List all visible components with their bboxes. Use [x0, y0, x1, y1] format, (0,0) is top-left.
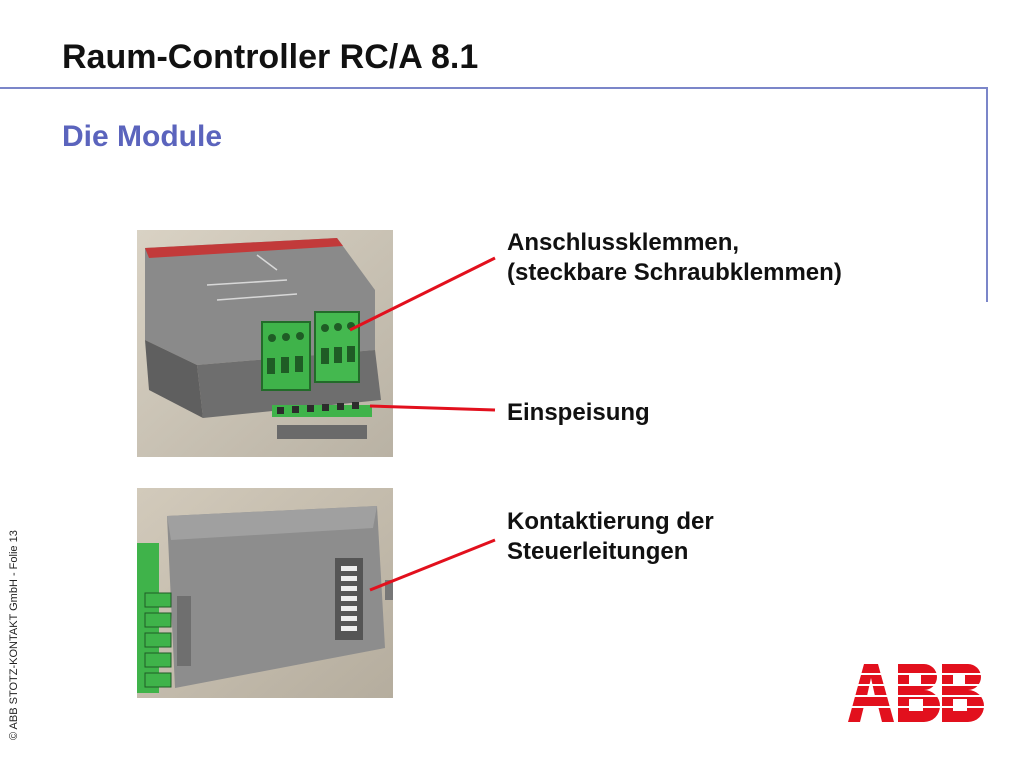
- slide-title: Raum-Controller RC/A 8.1: [62, 38, 479, 76]
- slide-subtitle: Die Module: [62, 120, 223, 153]
- label-supply: Einspeisung: [507, 399, 650, 426]
- label-terminals-line1: Anschlussklemmen,: [507, 229, 740, 256]
- label-terminals: Anschlussklemmen, (steckbare Schraubklem…: [507, 228, 842, 288]
- callout-line-supply: [369, 404, 496, 412]
- callout-line-terminals: [349, 256, 496, 332]
- module-front-photo: [137, 230, 393, 457]
- label-control-line2: Steuerleitungen: [507, 538, 689, 565]
- label-terminals-line2: (steckbare Schraubklemmen): [507, 259, 842, 286]
- module-bottom-photo: [137, 488, 393, 698]
- label-control-line1: Kontaktierung der: [507, 508, 714, 535]
- label-control: Kontaktierung der Steuerleitungen: [507, 507, 714, 567]
- abb-logo: [848, 664, 988, 722]
- header-rule: [0, 87, 988, 89]
- side-rule: [986, 87, 988, 302]
- footer-copyright: © ABB STOTZ-KONTAKT GmbH - Folie 13: [8, 530, 20, 740]
- callout-line-control: [369, 538, 496, 592]
